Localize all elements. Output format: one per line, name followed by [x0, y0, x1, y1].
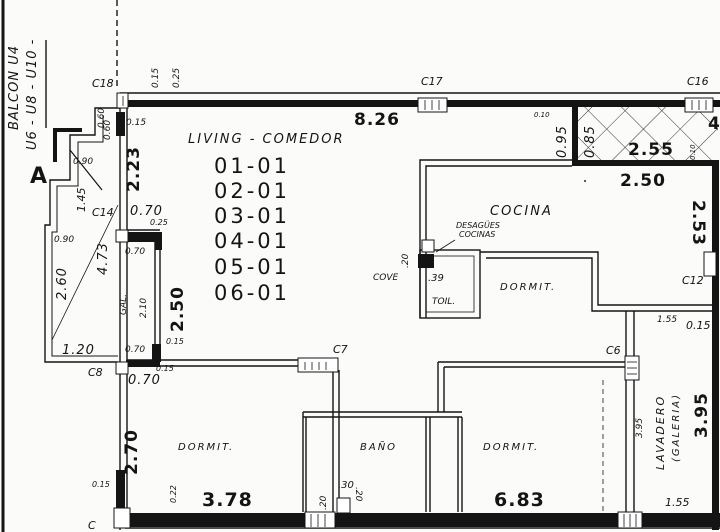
section-mark: A — [30, 164, 49, 189]
dim: 2.10 — [139, 297, 149, 318]
kitchen-drain-label: DESAGÜES — [456, 221, 500, 230]
room-bedroom-left: DORMIT. — [178, 442, 235, 453]
room-toilet: TOIL. — [432, 297, 456, 307]
dim: 0.22 — [169, 485, 178, 503]
unit-code: 06-01 — [214, 281, 291, 305]
duct-shaft — [336, 497, 351, 514]
dim: 0.70 — [130, 204, 163, 219]
room-living: LIVING - COMEDOR — [188, 132, 345, 147]
dim: 0.15 — [156, 364, 174, 373]
room-bedroom-right: DORMIT. — [483, 442, 540, 453]
dim: 0.15 — [92, 480, 110, 489]
dim: 2.60 — [55, 267, 70, 300]
column-label-c8: C8 — [88, 366, 103, 379]
dim: 2.55 — [628, 140, 674, 160]
unit-code: 05-01 — [214, 255, 291, 279]
cove-label: COVE — [373, 273, 399, 283]
dim: .39 — [428, 273, 444, 284]
dim: 2.50 — [168, 286, 188, 332]
dim: .20 — [401, 253, 411, 268]
balcony-title: BALCON U4 — [7, 44, 22, 130]
dim: 3.95 — [692, 392, 712, 438]
kitchen-vent — [421, 239, 435, 253]
room-kitchen: COCINA — [490, 204, 553, 219]
dim-living-width: 8.26 — [354, 110, 400, 130]
column-c14 — [115, 229, 129, 243]
dim: 1.45 — [75, 187, 88, 213]
dim: 4.73 — [96, 242, 111, 275]
dim: 0.70 — [128, 373, 161, 388]
dim: 0.90 — [54, 235, 75, 245]
column-label-c18: C18 — [92, 77, 114, 90]
dim: 0.15 — [686, 319, 711, 332]
dim: 2.23 — [124, 146, 144, 192]
dim: 0.90 — [73, 157, 94, 167]
dim: 2.50 — [620, 171, 666, 191]
column-label-c16: C16 — [687, 75, 709, 88]
column-bottom-left — [113, 507, 131, 529]
column-label-c6: C6 — [606, 344, 621, 357]
column-label-c17: C17 — [421, 75, 443, 88]
column-label-c14: C14 — [92, 206, 114, 219]
column-c8 — [115, 361, 129, 375]
dim: 3.78 — [202, 489, 253, 511]
room-bedroom-upper: DORMIT. — [500, 282, 557, 293]
dim: 1.55 — [657, 315, 678, 325]
dim: 0.15 — [166, 337, 184, 346]
dim: .20 — [319, 495, 329, 510]
dim: 0.10 — [534, 111, 550, 119]
dim: 0.60 — [103, 119, 113, 140]
dim: 0.15 — [126, 118, 147, 128]
room-gallery: GAL. — [119, 293, 129, 315]
column-bottom-mid — [304, 511, 336, 529]
room-laundry-sub: (GALERIA) — [671, 392, 682, 462]
column-label-c12: C12 — [682, 274, 704, 287]
column-c17 — [417, 97, 448, 113]
dim: 0.85 — [583, 125, 598, 158]
dim: .20 — [353, 487, 363, 502]
dim: 4 — [708, 114, 720, 134]
unit-code: 03-01 — [214, 204, 291, 228]
balcony-units: U6 - U8 - U10 - — [25, 38, 40, 150]
dim: 1.55 — [665, 496, 690, 509]
room-bathroom: BAÑO — [360, 442, 398, 453]
unit-code: 04-01 — [214, 229, 291, 253]
column-label-bottom: C — [88, 519, 96, 532]
column-c7 — [297, 357, 339, 373]
dim: 0.70 — [125, 247, 146, 257]
room-laundry: LAVADERO — [654, 394, 667, 470]
dim: 2.53 — [688, 200, 708, 246]
kitchen-drain-label-2: COCINAS — [459, 230, 496, 239]
unit-code: 01-01 — [214, 154, 291, 178]
dim: 0.25 — [150, 218, 168, 227]
unit-code: 02-01 — [214, 179, 291, 203]
dim: 6.83 — [494, 489, 545, 511]
dim: 1.20 — [62, 343, 95, 358]
column-label-c7: C7 — [333, 343, 348, 356]
dim: .30 — [338, 480, 354, 491]
dim: 0.10 — [689, 144, 697, 160]
dim: 0.25 — [172, 67, 182, 88]
balcony-outline — [44, 107, 120, 363]
dim: 0.15 — [151, 67, 161, 88]
dim: 3.95 — [635, 417, 645, 438]
column-c18 — [116, 92, 129, 109]
dim: 0.95 — [555, 125, 570, 158]
dim: 2.70 — [122, 429, 142, 475]
dim: 0.70 — [125, 345, 146, 355]
hatched-balcony — [577, 106, 718, 161]
column-c12 — [703, 251, 717, 277]
